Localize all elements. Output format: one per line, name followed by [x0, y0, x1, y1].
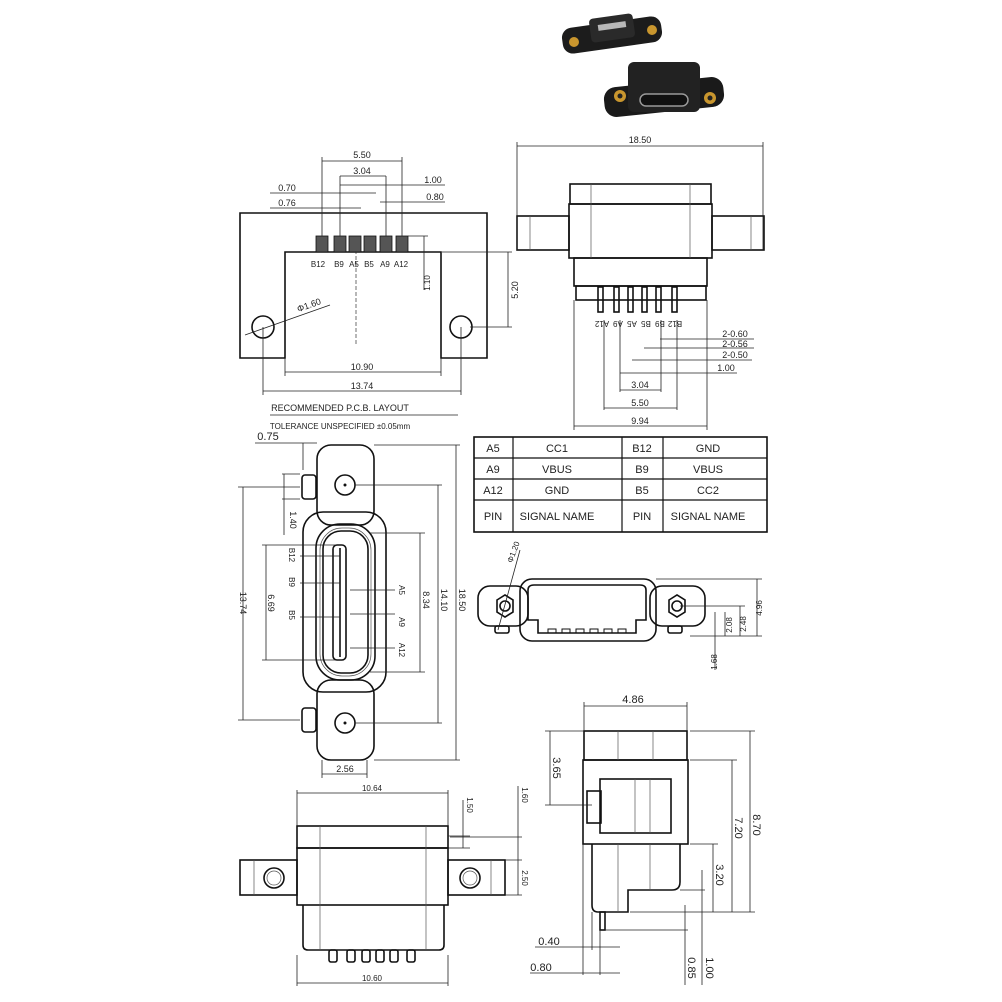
dim-10-90: 10.90: [351, 362, 374, 372]
pin-label: A12: [594, 319, 609, 328]
dim-4-96: 4.96: [755, 600, 764, 616]
dim-18-50: 18.50: [629, 135, 652, 145]
pad-label: B9: [334, 260, 344, 269]
table-header: PIN: [633, 511, 651, 523]
dim-0-80: 0.80: [426, 192, 444, 202]
dim-18-50: 18.50: [457, 589, 467, 612]
dim-13-74: 13.74: [238, 592, 248, 615]
dim-1-60: 1.60: [520, 787, 529, 803]
pin-label: A5: [397, 585, 406, 595]
table-cell: A9: [486, 464, 499, 476]
dim-9-94: 9.94: [631, 416, 649, 426]
dim-0-85: 0.85: [685, 957, 697, 978]
table-cell: VBUS: [693, 464, 723, 476]
dim-3-20: 3.20: [713, 864, 725, 885]
dim-2-0-50: 2-0.50: [722, 350, 748, 360]
table-cell: A12: [483, 485, 503, 497]
table-cell: B5: [635, 485, 648, 497]
dim-1-00: 1.00: [703, 957, 715, 978]
pcb-layout-view: 5.50 3.04 1.00 0.70 0.80 0.76 B12 B9 A5 …: [239, 150, 520, 431]
pin-label: A12: [397, 643, 406, 658]
table-header: SIGNAL NAME: [671, 511, 746, 523]
dim-2-08: 2.08: [725, 617, 734, 633]
dim-13-74: 13.74: [351, 381, 374, 391]
pad-label: A9: [380, 260, 390, 269]
dim-1-00: 1.00: [717, 363, 735, 373]
bottom-view: 10.64 10.60 1.50 1.60 2.50: [239, 784, 529, 986]
top-view: 18.50 A12 A9 A5 B5 B9 B12 2-0.60 2-0.56 …: [516, 135, 765, 430]
dim-1-10: 1.10: [423, 275, 432, 291]
dim-3-04: 3.04: [353, 166, 371, 176]
dim-3-04: 3.04: [631, 380, 649, 390]
table-cell: A5: [486, 443, 499, 455]
dim-10-60: 10.60: [362, 974, 383, 983]
pin-label: B9: [655, 319, 665, 328]
pin-table: A5 CC1 B12 GND A9 VBUS B9 VBUS A12 GND B…: [473, 436, 768, 533]
dim-2-50: 2.50: [520, 870, 529, 886]
end-view: Φ1.20 4.96 2.48 2.08 1.68: [477, 540, 764, 670]
dim-5-50: 5.50: [353, 150, 371, 160]
pin-label: B12: [667, 319, 682, 328]
table-cell: VBUS: [542, 464, 572, 476]
dim-1-00: 1.00: [424, 175, 442, 185]
pin-label: A9: [613, 319, 623, 328]
table-header: PIN: [484, 511, 502, 523]
dim-0-75: 0.75: [257, 431, 278, 443]
dim-6-69: 6.69: [266, 594, 276, 612]
pin-label: B9: [287, 577, 296, 587]
dim-0-76: 0.76: [278, 198, 296, 208]
hole-diameter: Φ1.60: [296, 296, 323, 314]
dim-8-70: 8.70: [750, 814, 762, 835]
table-cell: GND: [696, 443, 721, 455]
dim-5-50: 5.50: [631, 398, 649, 408]
pcb-layout-title: RECOMMENDED P.C.B. LAYOUT: [271, 403, 409, 413]
dim-4-86: 4.86: [622, 694, 643, 706]
dim-3-65: 3.65: [550, 757, 562, 778]
pad-label: A5: [349, 260, 359, 269]
dim-2-0-60: 2-0.60: [722, 329, 748, 339]
pin-label: B5: [287, 610, 296, 620]
table-header: SIGNAL NAME: [520, 511, 595, 523]
table-cell: B12: [632, 443, 652, 455]
dim-2-0-56: 2-0.56: [722, 339, 748, 349]
tolerance-note: TOLERANCE UNSPECIFIED ±0.05mm: [270, 422, 411, 431]
table-cell: B9: [635, 464, 648, 476]
dim-1-40: 1.40: [288, 511, 298, 529]
dim-2-48: 2.48: [739, 616, 748, 632]
dim-0-40: 0.40: [538, 936, 559, 948]
dim-7-20: 7.20: [732, 817, 744, 838]
connector-photo: [561, 13, 725, 118]
pin-label: A9: [397, 617, 406, 627]
table-cell: GND: [545, 485, 570, 497]
dim-1-68: 1.68: [710, 654, 719, 670]
dim-14-10: 14.10: [439, 589, 449, 612]
pin-label: B5: [641, 319, 651, 328]
dim-0-80: 0.80: [530, 962, 551, 974]
pin-label: A5: [627, 319, 637, 328]
table-cell: CC2: [697, 485, 719, 497]
pad-label: A12: [394, 260, 409, 269]
dim-5-20: 5.20: [510, 281, 520, 299]
dim-2-56: 2.56: [336, 764, 354, 774]
side-view: 4.86 3.65 8.70 7.20 3.20 0.40 0.80 0.85 …: [530, 694, 762, 985]
pin-label: B12: [287, 548, 296, 563]
dim-10-64: 10.64: [362, 784, 383, 793]
dim-1-50: 1.50: [465, 797, 474, 813]
dim-8-34: 8.34: [421, 591, 431, 609]
dim-0-70: 0.70: [278, 183, 296, 193]
table-cell: CC1: [546, 443, 568, 455]
pad-label: B12: [311, 260, 326, 269]
front-view: 0.75 1.40 13.74 6.69 B12 B9 B5 A5 A9 A12…: [238, 431, 467, 778]
pad-label: B5: [364, 260, 374, 269]
